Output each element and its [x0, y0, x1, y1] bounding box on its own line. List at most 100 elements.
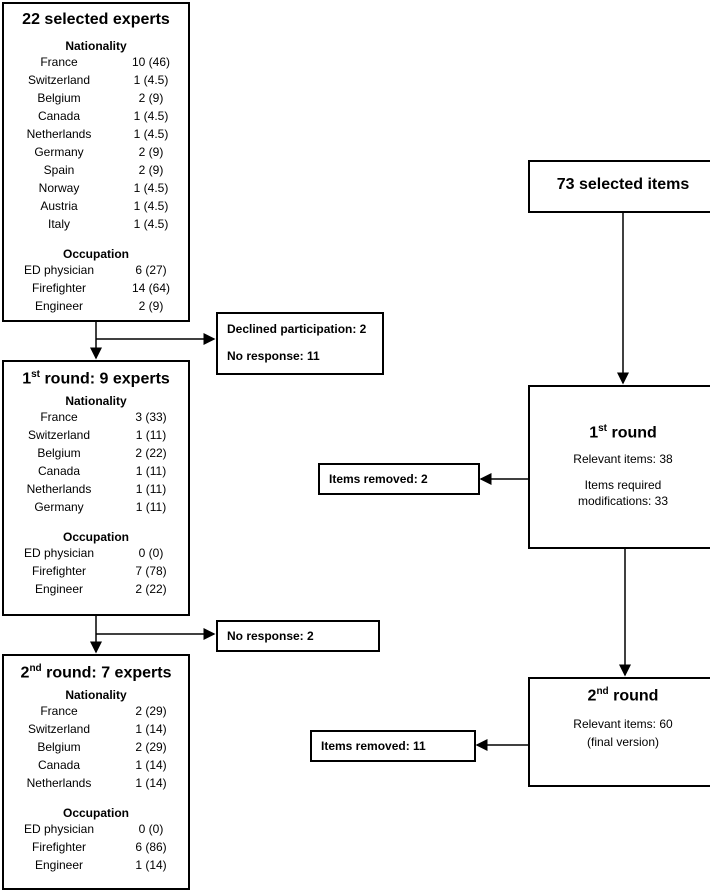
row-value: 2 (22) [135, 582, 167, 597]
row-label: France [40, 704, 78, 719]
nationality-heading: Nationality [65, 39, 127, 53]
row-value: 1 (14) [135, 758, 167, 773]
row-label: Germany [34, 500, 84, 515]
row-value: 1 (4.5) [133, 73, 169, 87]
row-label: Spain [43, 163, 75, 177]
row-value: 1 (4.5) [133, 109, 169, 123]
table-row: Spain 2 (9) [4, 163, 188, 181]
occupation-list: ED physician 0 (0) Firefighter 6 (86) Engine… [4, 822, 188, 876]
occupation-heading: Occupation [62, 247, 129, 261]
row-label: France [40, 410, 78, 425]
table-row: France 3 (33) [4, 410, 188, 428]
row-value: 2 (9) [138, 163, 164, 177]
exclusion-box-2: No response: 2 [216, 620, 380, 652]
exclusion-box-1: Declined participation: 2 No response: 1… [216, 312, 384, 375]
row-label: Germany [34, 145, 84, 159]
row-value: 2 (22) [135, 446, 167, 461]
row-value: 0 (0) [138, 546, 164, 561]
first-round-experts-title: 1st round: 9 experts [22, 369, 170, 388]
items-removed-box-1: Items removed: 2 [318, 463, 480, 495]
row-value: 1 (4.5) [133, 199, 169, 213]
row-value: 6 (86) [135, 840, 167, 855]
row-label: Switzerland [27, 428, 91, 443]
row-label: ED physician [23, 822, 95, 837]
row-label: Engineer [34, 582, 84, 597]
table-row: Canada 1 (4.5) [4, 109, 188, 127]
row-value: 2 (9) [138, 299, 164, 313]
row-label: Belgium [37, 91, 81, 105]
row-value: 1 (11) [135, 500, 167, 515]
row-label: Belgium [37, 446, 81, 461]
row-value: 0 (0) [138, 822, 164, 837]
occupation-heading: Occupation [62, 530, 129, 545]
selected-items-box: 73 selected items [528, 160, 710, 213]
row-label: Engineer [34, 858, 84, 873]
relevant-items-text: Relevant items: 38 [573, 452, 673, 467]
row-value: 1 (4.5) [133, 181, 169, 195]
table-row: Firefighter 6 (86) [4, 840, 188, 858]
nationality-heading: Nationality [65, 394, 127, 409]
row-value: 3 (33) [135, 410, 167, 425]
row-value: 1 (11) [135, 482, 167, 497]
row-label: Engineer [34, 299, 84, 313]
table-row: Engineer 2 (9) [4, 299, 188, 317]
first-round-items-box: 1st round Relevant items: 38 Items requi… [528, 385, 710, 549]
row-value: 14 (64) [131, 281, 171, 295]
row-label: Canada [37, 109, 81, 123]
row-value: 6 (27) [135, 263, 167, 277]
row-label: Belgium [37, 740, 81, 755]
selected-items-title: 73 selected items [556, 176, 690, 193]
table-row: Canada 1 (14) [4, 758, 188, 776]
second-round-experts-title: 2nd round: 7 experts [20, 663, 172, 682]
row-value: 1 (4.5) [133, 217, 169, 231]
first-round-items-title: 1st round [589, 423, 657, 442]
row-label: Canada [37, 464, 81, 479]
table-row: Engineer 2 (22) [4, 582, 188, 600]
row-value: 2 (9) [138, 91, 164, 105]
items-modified-text-line2: modifications: 33 [577, 494, 669, 509]
final-version-text: (final version) [586, 735, 660, 750]
first-round-experts-box: 1st round: 9 experts Nationality France 3… [2, 360, 190, 616]
row-label: Austria [40, 199, 78, 213]
items-removed-box-2: Items removed: 11 [310, 730, 476, 762]
row-label: Canada [37, 758, 81, 773]
row-value: 2 (29) [135, 740, 167, 755]
second-round-items-box: 2nd round Relevant items: 60 (final vers… [528, 677, 710, 787]
second-round-items-title: 2nd round [587, 686, 659, 705]
table-row: Switzerland 1 (14) [4, 722, 188, 740]
relevant-items-text: Relevant items: 60 [573, 717, 673, 732]
row-value: 1 (14) [135, 776, 167, 791]
row-label: Switzerland [27, 722, 91, 737]
row-value: 1 (14) [135, 722, 167, 737]
table-row: Engineer 1 (14) [4, 858, 188, 876]
table-row: Belgium 2 (9) [4, 91, 188, 109]
items-modified-text-line1: Items required [584, 478, 662, 493]
row-label: Firefighter [31, 564, 87, 579]
items-removed-text: Items removed: 2 [329, 472, 428, 486]
row-label: Firefighter [31, 840, 87, 855]
row-label: Norway [38, 181, 80, 195]
row-value: 1 (14) [135, 858, 167, 873]
declined-participation-text: Declined participation: 2 [227, 322, 367, 336]
